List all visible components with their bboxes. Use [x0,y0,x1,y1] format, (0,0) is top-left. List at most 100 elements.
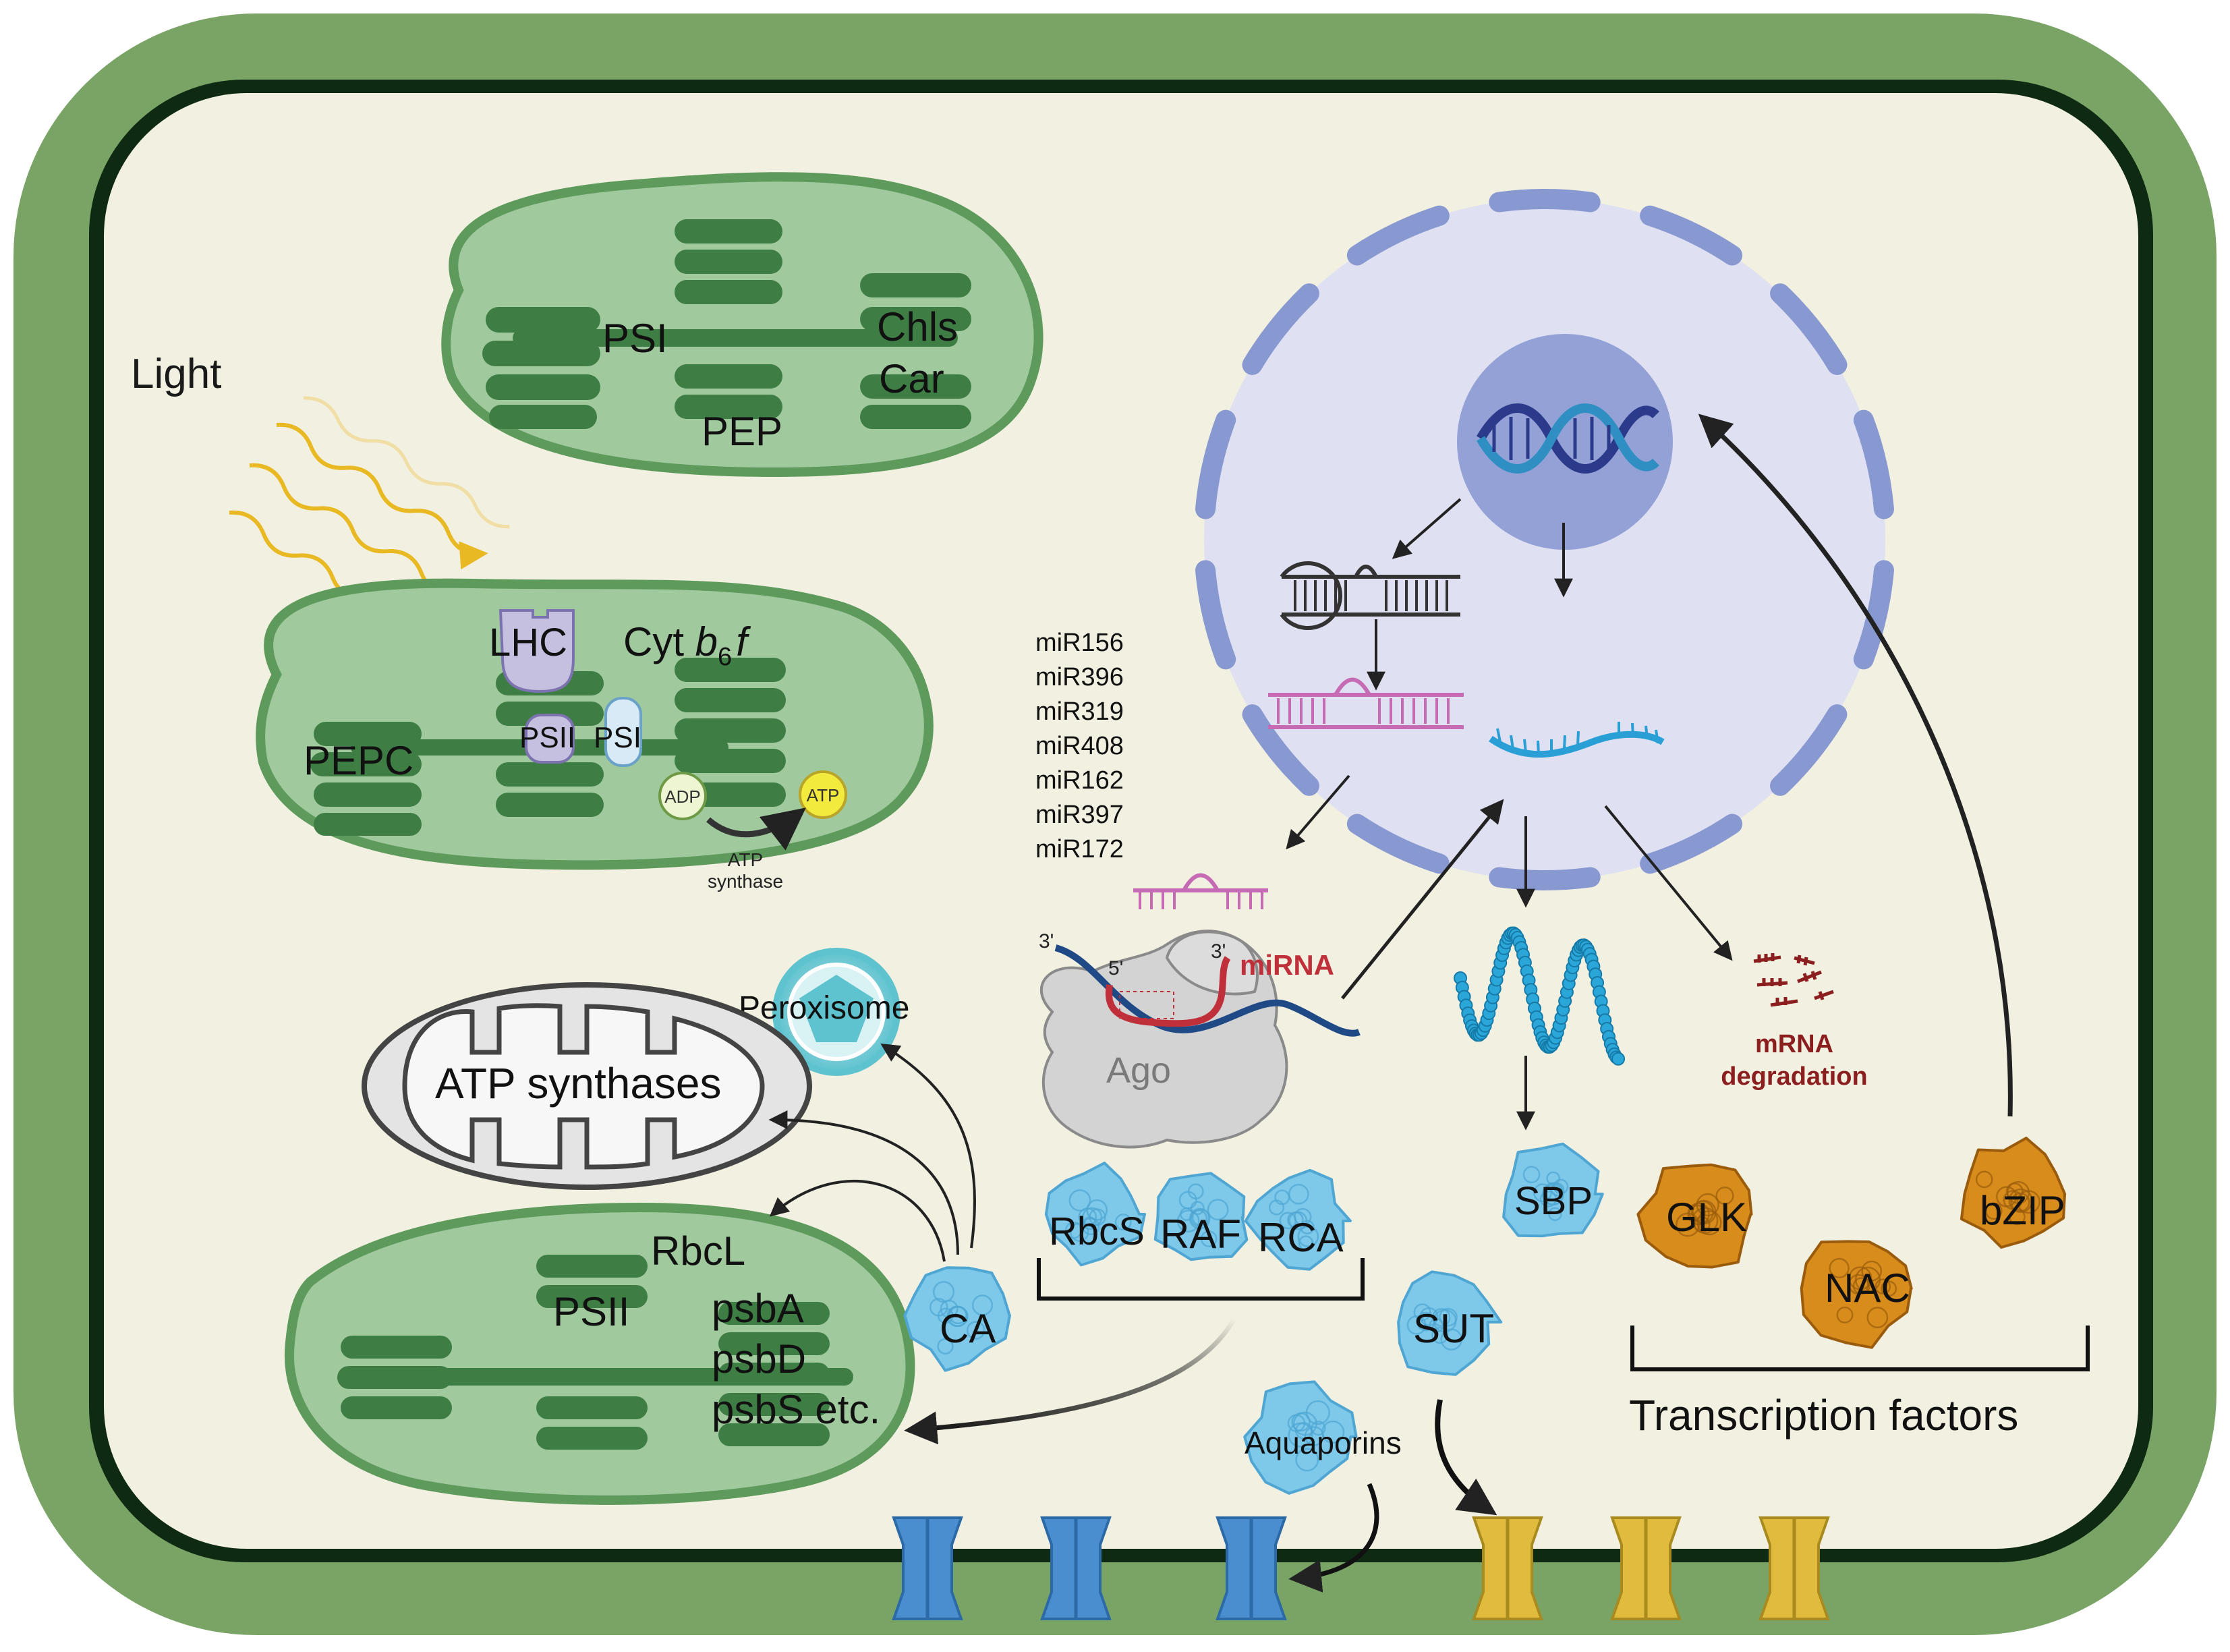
cyt-b: b [695,619,718,664]
arrow-ca-to-chloroplast [769,1180,946,1262]
nac-protein-icon [1800,1240,1913,1349]
car-label: Car [879,356,944,401]
aquaporin-channel-icon [892,1516,963,1620]
psi-label: PSI [602,316,668,361]
arrow-ca-to-mitochondrion [768,1110,959,1255]
nuclear-envelope [1195,189,1894,891]
nuclear-envelope-segment [1770,704,1848,796]
mrna-strand-icon [1489,722,1665,758]
mirna-list-item: miR396 [1035,663,1124,691]
nuclear-envelope-segment [1640,205,1743,266]
mirna-list-item: miR319 [1035,697,1124,726]
atp-label: ATP [807,785,840,805]
psbd-label: psbD [712,1336,806,1382]
transcription-factor-bracket [1630,1326,2090,1371]
ca-target-arrows [768,1043,976,1262]
arrow-sut-to-channel [1435,1399,1497,1516]
psii-label: PSII [519,721,575,754]
ca-label: CA [940,1306,996,1351]
atp-synthases-label: ATP synthases [435,1059,722,1108]
sut-label: SUT [1413,1306,1494,1351]
mature-mirna-icon [1133,873,1268,909]
peroxisome-label: Peroxisome [739,990,909,1026]
peroxisome-core-icon [799,975,874,1042]
raf-label: RAF [1160,1212,1241,1257]
arrow-ca-to-peroxisome [880,1043,976,1249]
nuclear-envelope-segment [1853,409,1894,519]
thylakoid-stack [337,1255,853,1450]
mirna-list-item: miR162 [1035,766,1124,795]
mirna-list-item: miR156 [1035,629,1124,657]
aquaporin-channel-icon [1216,1516,1287,1620]
nuclear-envelope-segment [1640,814,1743,874]
mitochondrion-cristae [402,1003,765,1170]
nuclear-envelope-segment [1489,189,1601,212]
ago-complex: 3' 5' 3' miRNA Ago [1039,930,1361,1149]
nuclear-envelope-segment [1853,560,1894,670]
glk-label: GLK [1666,1195,1747,1240]
arrow-dna-to-hairpin [1392,498,1462,559]
light-ray [276,422,488,570]
ago-label: Ago [1106,1050,1171,1091]
arrow-to-mrna-degradation [1604,805,1733,961]
dna-helix-icon [1476,403,1659,474]
mirna-label: miRNA [1240,949,1334,981]
psbs-label: psbS etc. [712,1387,880,1432]
aquaporin-protein-icon [1243,1380,1358,1495]
psii-complex-icon [525,714,575,764]
three-prime-left-label: 3' [1039,930,1054,952]
nuclear-envelope-segment [1489,867,1601,891]
membrane-channels [892,1516,1830,1620]
amino-acid-bead [1611,1052,1626,1066]
lhc-label: LHC [489,621,567,664]
nucleolus [1457,334,1673,550]
adp-label: ADP [664,787,700,807]
calvin-protein-bracket [1037,1258,1365,1301]
pepc-label: PEPC [304,738,413,783]
chloroplast-top: PSI Chls Car PEP [441,172,1043,478]
chls-label: Chls [877,304,958,349]
psi-label: PSI [594,721,641,754]
rca-label: RCA [1258,1215,1344,1260]
psii-label: PSII [553,1289,629,1334]
adp-to-atp-arrow [706,807,806,851]
atp-synthase-line1: ATP [728,849,763,870]
adp-icon [658,772,707,820]
nuclear-envelope-segment [1195,409,1236,519]
rca-protein-icon [1244,1168,1352,1271]
rbcs-protein-icon [1044,1162,1146,1267]
sbp-label: SBP [1514,1179,1593,1223]
nac-label: NAC [1825,1265,1910,1311]
sut-protein-icon [1397,1270,1503,1376]
arrow-pre-mirna-to-mirna [1286,774,1350,850]
nuclear-envelope-segment [1242,704,1319,796]
aquaporins-label: Aquaporins [1245,1425,1402,1460]
sbp-protein-icon [1502,1142,1604,1238]
rbcl-label: RbcL [651,1228,745,1274]
pep-label: PEP [702,409,782,454]
duplex-hatching [1119,991,1174,1019]
sut-channel-icon [1610,1516,1682,1620]
five-prime-label: 5' [1108,957,1123,979]
nuclear-envelope-segment [1346,205,1450,266]
arrow-bzip-to-nucleus [1698,414,2013,1117]
ago-upper-lobe [1165,930,1259,996]
rbcs-label: RbcS [1049,1209,1145,1253]
mirna-list-item: miR408 [1035,732,1124,760]
light-label: Light [131,351,221,397]
atp-icon [799,770,847,819]
lhc-icon [498,609,575,693]
aquaporin-channel-icon [1040,1516,1112,1620]
light-ray [303,396,510,529]
arrow-aquaporins-to-channel [1288,1483,1379,1593]
thylakoid-stack [482,219,971,429]
raf-protein-icon [1153,1172,1249,1261]
nuclear-envelope-segment [1242,283,1319,375]
transcription-factors-caption: Transcription factors [1629,1391,2018,1440]
nuclear-envelope-segment [1195,560,1236,670]
pri-mirna-hairpin-icon [1280,561,1460,630]
